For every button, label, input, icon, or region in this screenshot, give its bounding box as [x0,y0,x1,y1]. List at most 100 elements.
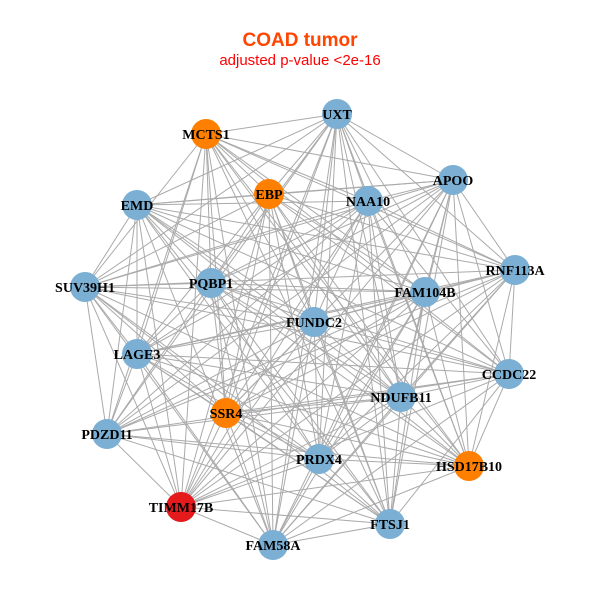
edge-FUNDC2-PDZD11 [106,321,315,435]
node-EMD [122,190,152,220]
edge-PQBP1-FTSJ1 [210,282,391,525]
edge-FAM104B-FAM58A [272,291,426,546]
edge-APOO-PRDX4 [318,179,454,460]
node-LAGE3 [122,339,152,369]
edge-MCTS1-FTSJ1 [205,133,391,525]
edge-UXT-TIMM17B [180,113,338,508]
edge-EBP-TIMM17B [180,193,270,508]
edge-CCDC22-FTSJ1 [389,373,510,525]
edge-SUV39H1-PDZD11 [84,286,108,435]
edge-PDZD11-PRDX4 [106,433,320,460]
edge-RNF113A-CCDC22 [508,269,516,375]
edge-LAGE3-TIMM17B [136,353,182,508]
node-label: UXT [322,108,352,123]
edge-MCTS1-APOO [205,133,454,181]
node-PRDX4 [304,444,334,474]
edge-RNF113A-PRDX4 [318,269,516,460]
node-PQBP1 [196,268,226,298]
edge-CCDC22-SSR4 [225,373,510,414]
edge-CCDC22-HSD17B10 [468,373,510,467]
edge-EMD-PQBP1 [136,204,212,284]
edge-APOO-PQBP1 [210,179,454,284]
node-label: PDZD11 [81,428,132,443]
edge-HSD17B10-TIMM17B [180,465,470,508]
edge-NAA10-SSR4 [225,200,369,414]
edge-NAA10-TIMM17B [180,200,369,508]
edge-UXT-SSR4 [225,113,338,414]
edge-RNF113A-SSR4 [225,269,516,414]
edge-TIMM17B-FTSJ1 [180,506,391,525]
edge-UXT-MCTS1 [205,113,338,135]
node-label: SUV39H1 [55,281,115,296]
node-NDUFB11 [386,382,416,412]
edge-APOO-FAM58A [272,179,454,546]
edge-SUV39H1-FUNDC2 [84,286,315,323]
node-UXT [322,99,352,129]
edge-APOO-HSD17B10 [452,179,470,467]
node-label: PQBP1 [189,277,233,292]
edge-HSD17B10-FAM58A [272,465,470,546]
edge-EBP-SUV39H1 [84,193,270,288]
edge-PRDX4-FAM58A [272,458,320,546]
edge-NDUFB11-FAM58A [272,396,402,546]
edge-NAA10-FTSJ1 [367,200,391,525]
edge-PQBP1-FUNDC2 [210,282,315,323]
edge-NDUFB11-PDZD11 [106,396,402,435]
edge-RNF113A-HSD17B10 [468,269,516,467]
edge-NAA10-EMD [136,200,369,206]
node-SSR4 [211,398,241,428]
edge-MCTS1-TIMM17B [180,133,207,508]
node-label: RNF113A [485,264,545,279]
edge-TIMM17B-FAM58A [180,506,274,546]
node-label: FUNDC2 [286,316,342,331]
edge-EBP-PQBP1 [210,193,270,284]
edge-NDUFB11-TIMM17B [180,396,402,508]
edge-LAGE3-HSD17B10 [136,353,470,467]
edge-NDUFB11-FTSJ1 [389,396,402,525]
edge-APOO-TIMM17B [180,179,454,508]
edge-FUNDC2-PRDX4 [313,321,320,460]
edge-EBP-EMD [136,193,270,206]
node-CCDC22 [494,359,524,389]
edge-PRDX4-HSD17B10 [318,458,470,467]
node-APOO [438,165,468,195]
node-label: LAGE3 [114,348,161,363]
edge-EMD-FAM104B [136,204,426,293]
edge-NAA10-PDZD11 [106,200,369,435]
edge-FAM104B-PDZD11 [106,291,426,435]
edge-EMD-FUNDC2 [136,204,315,323]
node-EBP [254,179,284,209]
edge-PQBP1-PDZD11 [106,282,212,435]
edge-EBP-FAM104B [268,193,426,293]
node-label: APOO [433,174,474,189]
edge-FUNDC2-FAM58A [272,321,315,546]
node-FTSJ1 [375,509,405,539]
edge-UXT-CCDC22 [336,113,510,375]
edge-FUNDC2-LAGE3 [136,321,315,355]
node-SUV39H1 [70,272,100,302]
edge-EBP-RNF113A [268,193,516,271]
node-label: PRDX4 [296,453,342,468]
edge-EMD-SUV39H1 [84,204,138,288]
node-NAA10 [353,186,383,216]
edge-RNF113A-SUV39H1 [84,269,516,288]
edge-PQBP1-CCDC22 [210,282,510,375]
edge-PQBP1-LAGE3 [136,282,212,355]
edge-NDUFB11-PRDX4 [318,396,402,460]
edge-LAGE3-NDUFB11 [136,353,402,398]
edge-CCDC22-PDZD11 [106,373,510,435]
edge-MCTS1-FAM58A [205,133,274,546]
node-label: NAA10 [346,195,390,210]
edge-NAA10-LAGE3 [136,200,369,355]
node-label: FTSJ1 [370,518,410,533]
edge-NDUFB11-HSD17B10 [400,396,470,467]
node-label: MCTS1 [182,128,229,143]
node-PDZD11 [92,419,122,449]
edge-CCDC22-NDUFB11 [400,373,510,398]
node-MCTS1 [191,119,221,149]
node-label: EBP [255,188,283,203]
edge-MCTS1-LAGE3 [136,133,207,355]
edge-UXT-EMD [136,113,338,206]
edge-MCTS1-NDUFB11 [205,133,402,398]
